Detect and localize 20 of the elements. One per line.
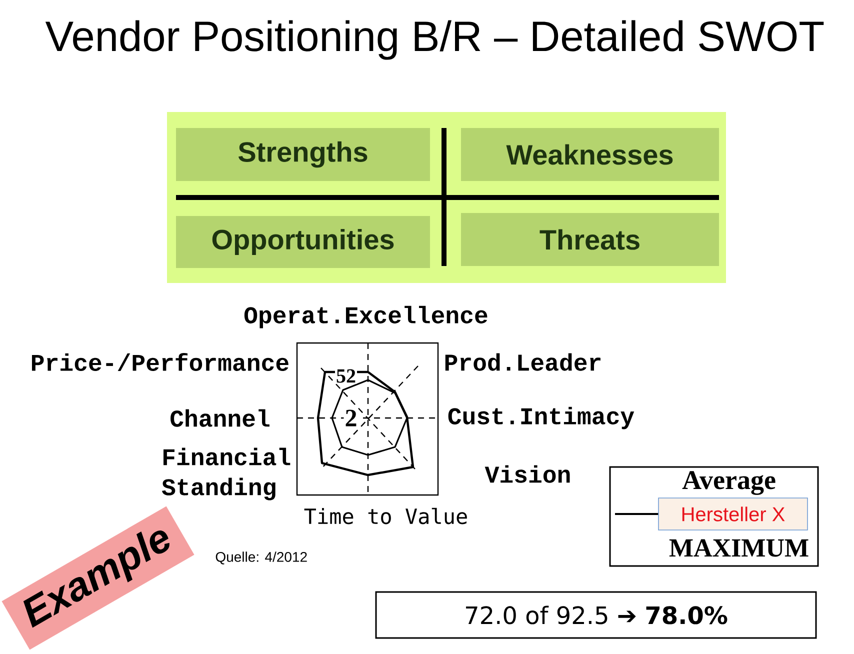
axis-label: Time to Value [304, 508, 467, 524]
quadrant-box: Strengths [176, 128, 430, 181]
tick-label: 2 [344, 408, 358, 428]
legend-entry: Hersteller X [658, 498, 808, 530]
axis-label: Operat.Excellence [244, 306, 488, 328]
tick-label: 52 [335, 368, 357, 384]
legend-label: MAXIMUM [669, 539, 808, 557]
quadrant-box: Weaknesses [461, 128, 719, 181]
axis-label: Vision [484, 465, 570, 483]
axis-label: Prod.Leader [445, 353, 600, 371]
score-box: 72.0 of 92.5 ➔ 78.0% [375, 591, 817, 639]
quadrant-box: Opportunities [176, 216, 430, 268]
axis-label: Price-/Performance [32, 353, 288, 371]
legend-label: Average [682, 471, 776, 495]
axis-label: Cust.Intimacy [448, 406, 634, 430]
slide-title: Vendor Positioning B/R – Detailed SWOT [45, 20, 824, 60]
source-note: Quelle: 4/2012 [216, 552, 307, 564]
axis-label: Channel [170, 409, 270, 427]
axis-label: Financial Standing [162, 448, 290, 500]
quadrant-box: Threats [461, 213, 719, 266]
